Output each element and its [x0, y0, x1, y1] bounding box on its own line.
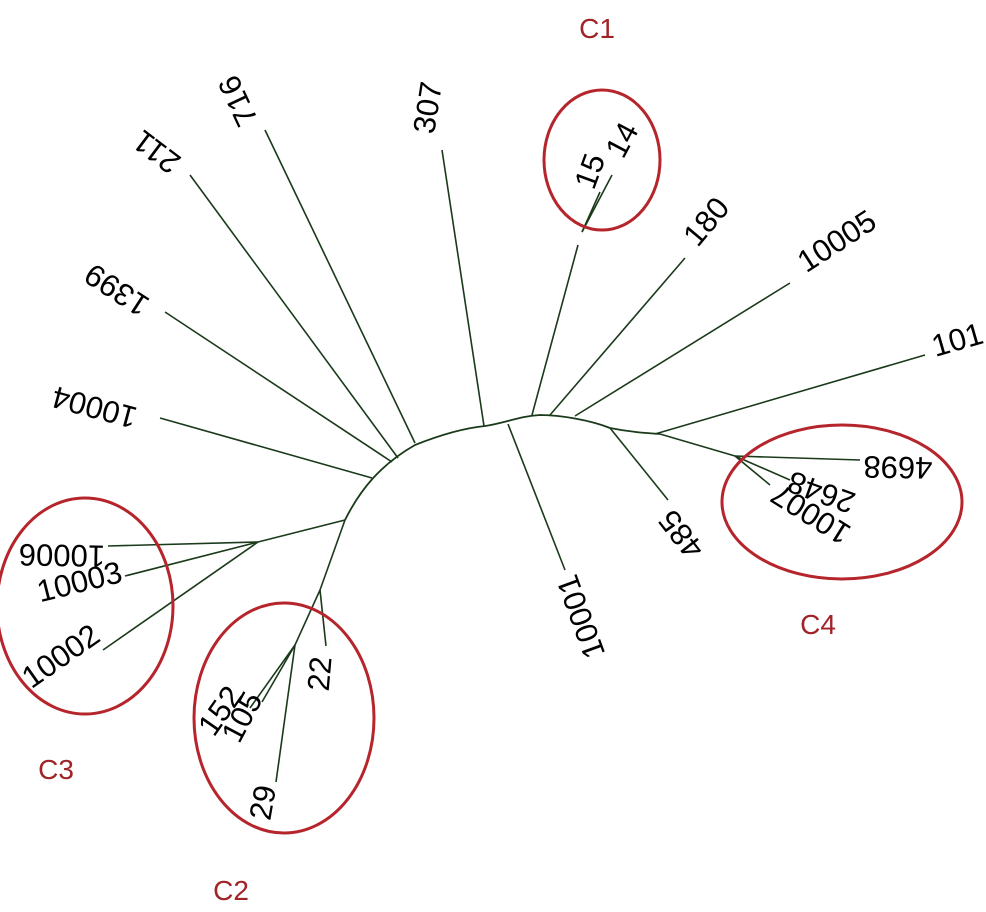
branch-10004: [159, 417, 373, 479]
cluster-label-c4: C4: [800, 609, 836, 640]
branch-180: [549, 257, 686, 416]
cluster-rings: [0, 88, 964, 835]
leaf-label-485: 485: [651, 503, 710, 565]
leaf-label-716: 716: [211, 70, 265, 132]
leaf-label-101: 101: [928, 316, 986, 364]
branch-22: [319, 589, 327, 647]
branch-307: [441, 149, 485, 427]
leaf-label-22: 22: [301, 655, 339, 692]
branch-10002: [102, 541, 259, 651]
branch-10006: [107, 541, 259, 547]
leaf-label-10004: 10004: [48, 379, 140, 435]
branch-29: [275, 644, 296, 783]
branch-c3-stem: [257, 519, 346, 543]
leaf-label-4698: 4698: [863, 449, 933, 485]
leaf-label-180: 180: [676, 190, 736, 252]
cluster-ring-c1: [542, 88, 662, 232]
branch-10003: [124, 541, 259, 577]
branch-211: [189, 174, 399, 459]
branch-10005: [574, 282, 791, 417]
leaf-label-307: 307: [406, 79, 449, 136]
cluster-labels: C1 C2 C3 C4: [38, 13, 836, 906]
leaf-label-10005: 10005: [791, 203, 882, 279]
leaf-label-10006: 10006: [19, 537, 106, 573]
leaf-label-10001: 10001: [550, 570, 612, 663]
branch-14: [581, 174, 613, 233]
branch-1399: [164, 311, 393, 463]
branch-c4-stem: [659, 433, 736, 457]
branch-485: [609, 427, 669, 501]
leaf-label-10002: 10002: [15, 617, 106, 695]
cluster-label-c1: C1: [579, 13, 615, 44]
branch-152: [249, 644, 296, 709]
branch-10001: [507, 423, 566, 571]
branch-c2-stem: [319, 519, 346, 591]
leaf-labels: 211 716 307 15 14 180 10005 101 1399 100…: [15, 70, 986, 822]
leaf-label-211: 211: [126, 123, 187, 181]
cluster-label-c3: C3: [38, 754, 74, 785]
leaf-label-14: 14: [598, 116, 645, 163]
cluster-ring-c2: [192, 601, 376, 835]
cluster-ring-c4: [720, 423, 964, 581]
leaf-label-1399: 1399: [78, 256, 155, 323]
branch-105: [261, 644, 296, 703]
branch-2648: [734, 455, 791, 481]
branch-c1-stem: [531, 244, 579, 416]
cluster-ring-c3: [0, 496, 175, 716]
branch-4698: [734, 455, 861, 461]
branch-101: [654, 354, 926, 435]
branch-c2-sub: [294, 589, 321, 646]
tree-branches: [102, 129, 926, 783]
leaf-label-29: 29: [242, 783, 282, 823]
cluster-label-c2: C2: [213, 875, 249, 906]
branch-716: [264, 129, 416, 444]
